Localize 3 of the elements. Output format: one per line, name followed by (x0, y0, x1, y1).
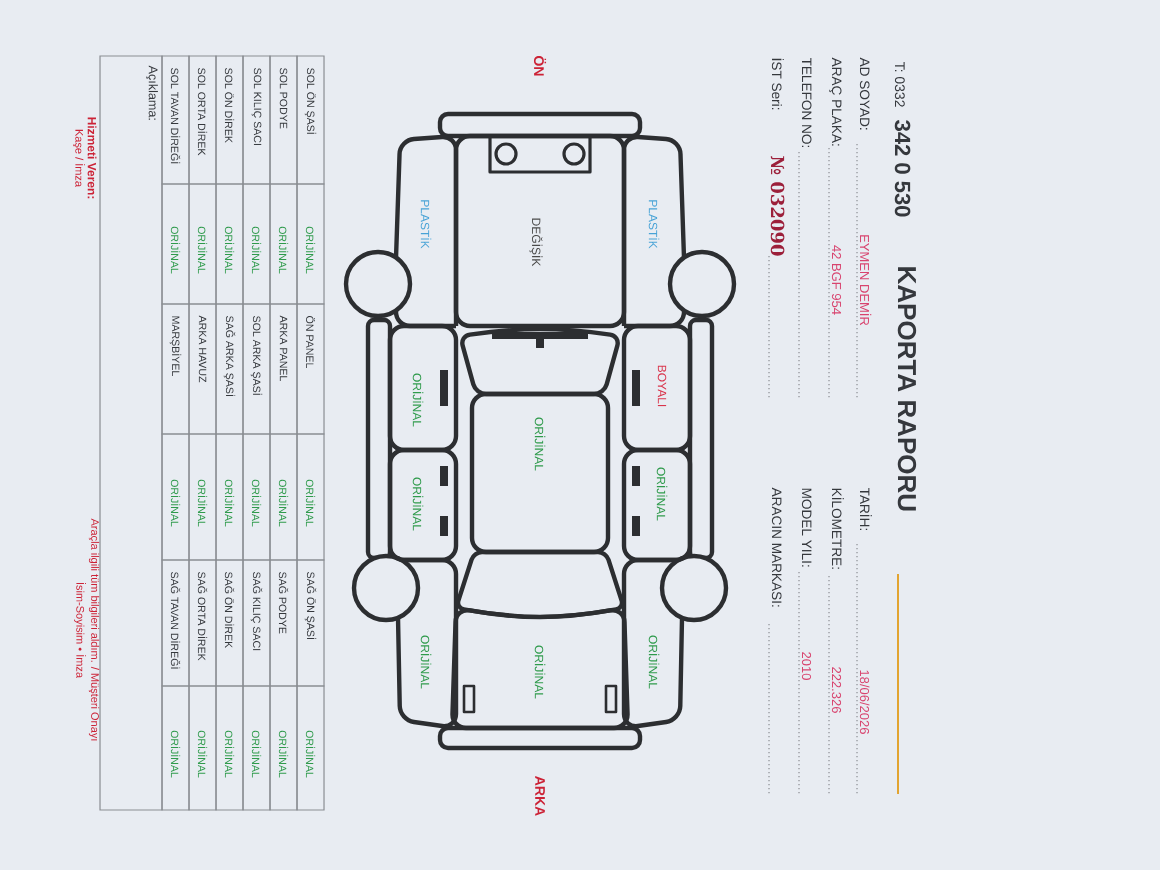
serial-number: № 032090 (770, 156, 785, 256)
report-title: KAPORTA RAPORU (897, 267, 917, 511)
phone-number: 342 0 530 (894, 120, 911, 217)
